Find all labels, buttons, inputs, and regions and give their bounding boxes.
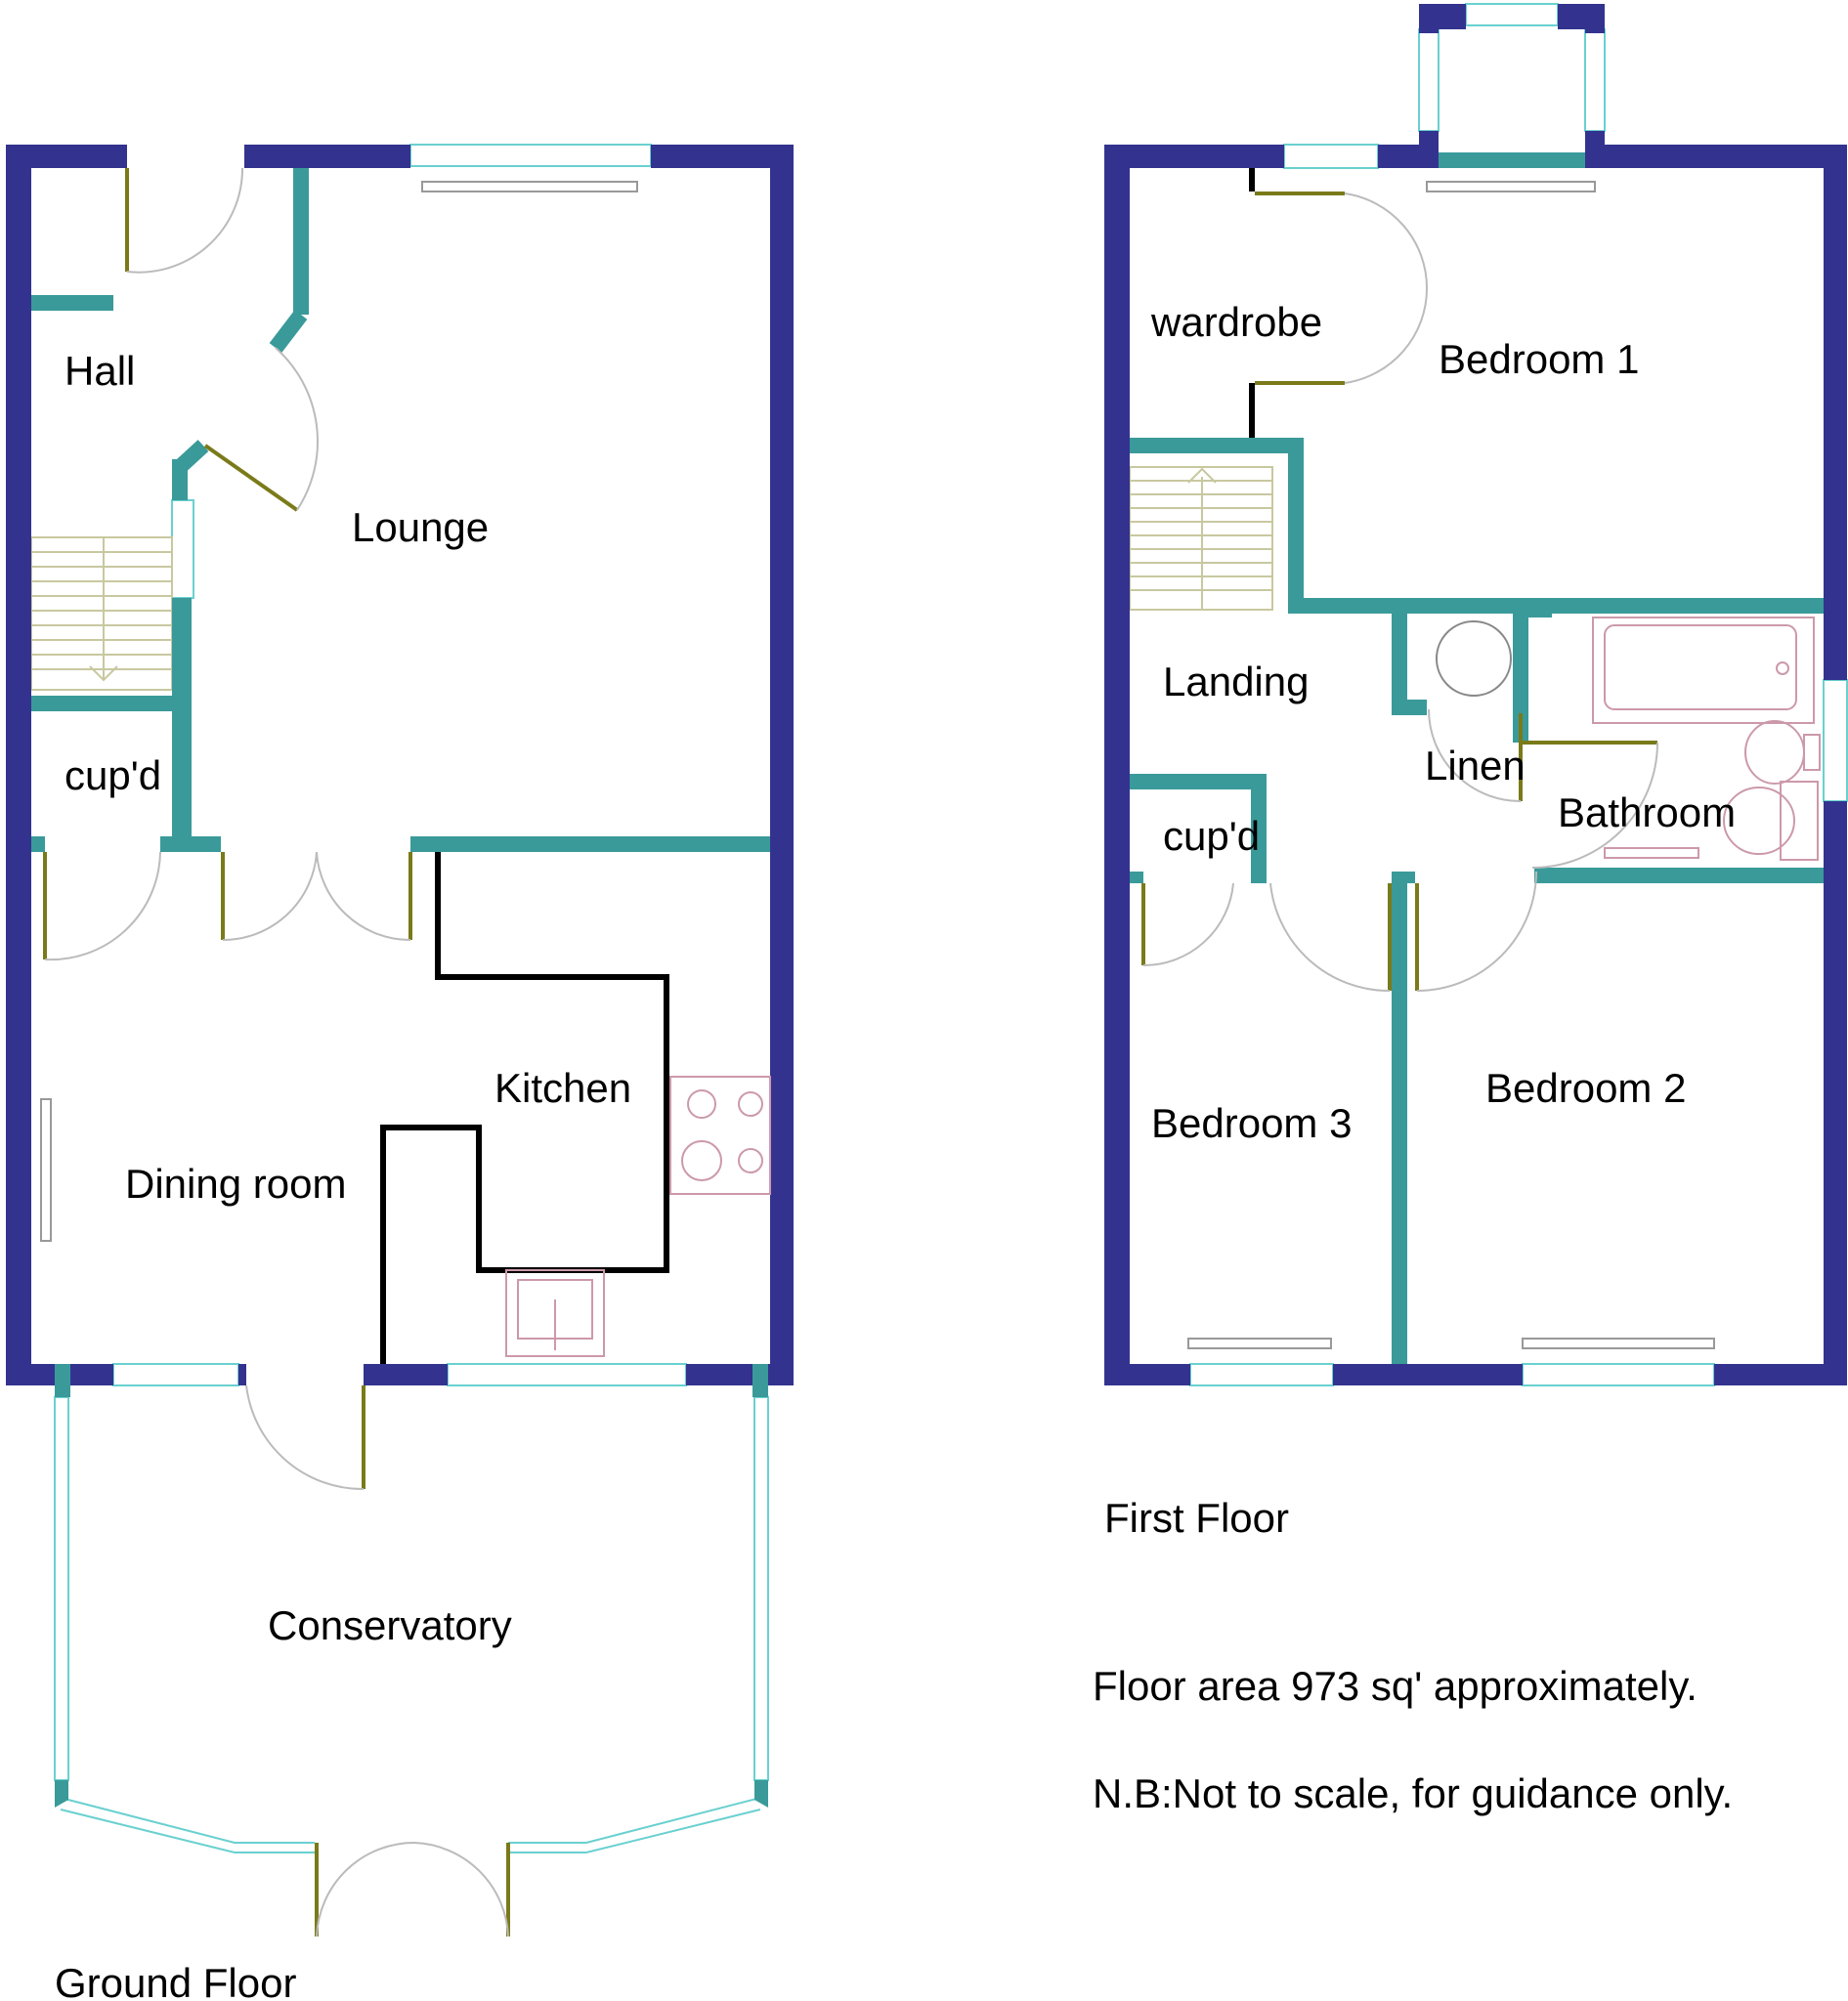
window-bedroom2-rear <box>1522 1363 1715 1386</box>
disclaimer-note: N.B:Not to scale, for guidance only. <box>1093 1770 1733 1816</box>
kitchen-fixtures <box>505 1076 771 1357</box>
window-bedroom1-bay-right <box>1584 28 1606 132</box>
window-bedroom2-sill <box>1522 1338 1715 1349</box>
first-floor-exterior-walls <box>1104 4 1847 1385</box>
first-floor-stairs <box>1129 466 1273 611</box>
room-label-bathroom: Bathroom <box>1558 789 1736 835</box>
window-bedroom1-bay-front <box>1465 3 1559 26</box>
window-bathroom-side <box>1823 679 1848 802</box>
bathroom-fixtures <box>1436 617 1821 861</box>
room-label-kitchen: Kitchen <box>494 1065 631 1111</box>
ground-floor-doors <box>43 167 510 1937</box>
window-conservatory-bay-left-inner <box>60 1809 315 1853</box>
window-conservatory-left <box>54 1396 69 1781</box>
ground-floor-stairs <box>30 536 173 691</box>
ground-floor-interior-walls <box>31 168 770 1808</box>
window-conservatory-right <box>753 1396 769 1781</box>
window-conservatory-bay-left <box>60 1797 315 1844</box>
room-label-bedroom-1: Bedroom 1 <box>1439 336 1639 382</box>
first-floor-title: First Floor <box>1104 1495 1289 1541</box>
window-wardrobe-front <box>1283 144 1379 169</box>
window-conservatory-bay-right-inner <box>508 1809 761 1853</box>
room-label-lounge: Lounge <box>352 504 489 550</box>
hob-icon <box>669 1076 771 1195</box>
window-bedroom3-rear <box>1189 1363 1334 1386</box>
window-bedroom3-sill <box>1187 1338 1332 1349</box>
first-floor-interior-walls <box>1130 152 1824 1364</box>
window-kitchen-rear <box>447 1363 687 1386</box>
water-tank-icon <box>1436 620 1512 697</box>
window-bedroom1-sill <box>1426 181 1596 192</box>
window-lounge-front <box>409 144 652 167</box>
first-floor-plan: wardrobe Bedroom 1 Landing Linen Bathroo… <box>1104 3 1848 1541</box>
room-label-cupboard-first: cup'd <box>1163 813 1260 859</box>
washbasin-icon <box>1744 720 1805 785</box>
bath-icon <box>1592 617 1815 724</box>
ground-floor-windows <box>40 144 769 1853</box>
room-label-bedroom-3: Bedroom 3 <box>1151 1100 1352 1146</box>
room-label-dining-room: Dining room <box>125 1161 346 1207</box>
room-label-linen: Linen <box>1425 743 1526 788</box>
first-floor-doors <box>1141 192 1658 993</box>
room-label-hall: Hall <box>64 348 135 394</box>
window-conservatory-bay-right <box>508 1797 761 1844</box>
room-label-landing: Landing <box>1163 659 1309 704</box>
window-hall-side <box>171 499 194 599</box>
room-label-bedroom-2: Bedroom 2 <box>1485 1065 1686 1111</box>
floor-area-note: Floor area 973 sq' approximately. <box>1093 1663 1698 1709</box>
ground-floor-plan: Hall Lounge cup'd Kitchen Dining room Co… <box>6 144 794 2001</box>
room-label-conservatory: Conservatory <box>268 1602 512 1648</box>
window-dining-rear <box>112 1363 239 1386</box>
room-label-cupboard: cup'd <box>64 752 161 798</box>
ground-floor-title: Ground Floor <box>55 1960 296 2001</box>
window-bedroom1-bay-left <box>1418 28 1440 132</box>
ground-floor-exterior-walls <box>6 145 794 1385</box>
window-dining-side <box>40 1098 52 1242</box>
wardrobe-walls <box>1249 168 1255 438</box>
sink-icon <box>505 1269 605 1357</box>
room-label-wardrobe: wardrobe <box>1150 299 1322 345</box>
toilet-icon <box>1780 781 1819 861</box>
window-lounge-sill <box>421 181 638 192</box>
